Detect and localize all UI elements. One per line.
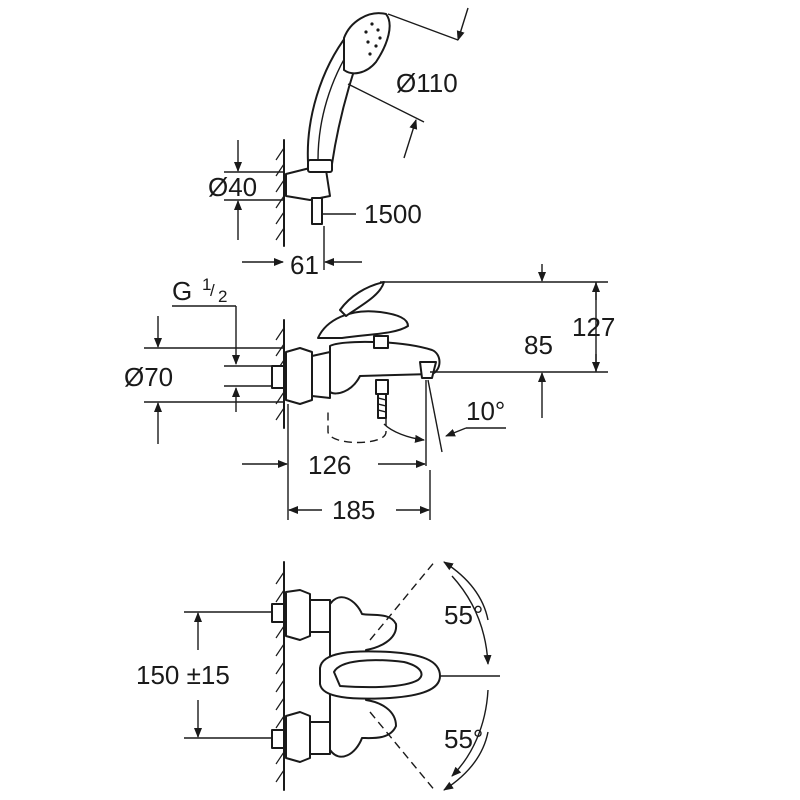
eccentric-top [285,589,311,641]
mixer-side-view: G 1 / 2 Ø70 85 127 10° 126 [124,264,615,525]
inlet-nut [271,365,285,389]
label-spout-angle: 10° [466,396,505,426]
handle-grip [307,159,333,173]
label-thread-denominator: 2 [218,287,227,306]
hose-connector [311,197,323,225]
label-head-diameter: Ø110 [396,68,458,98]
label-flange-diameter: Ø70 [124,362,173,392]
hand-shower-view: Ø110 Ø40 1500 61 [208,7,469,280]
label-holder-diameter: Ø40 [208,172,257,202]
label-holder-depth: 61 [290,250,319,280]
shower-head [343,12,391,75]
flange [285,347,313,405]
connector-top [309,599,331,633]
inlet-nut-bottom [271,729,285,749]
shower-head-nozzles [364,22,382,56]
label-inlet-spacing: 150 ±15 [136,660,230,690]
label-hose-length: 1500 [364,199,422,229]
mixer-top-view: 55° 55° 150 ±15 [136,559,500,793]
eccentric-bottom [285,711,311,763]
label-spout-height: 85 [524,330,553,360]
label-total-height: 127 [572,312,615,342]
label-thread: G [172,276,192,306]
label-lever-angle-bottom: 55° [444,724,483,754]
label-spout-reach: 126 [308,450,351,480]
label-thread-slash: / [210,281,215,300]
mixer-body [329,340,441,395]
diverter-knob [373,335,389,349]
wall-hatch-top [275,147,285,241]
label-total-reach: 185 [332,495,375,525]
body-connector [311,351,331,399]
hose-outlet [375,379,389,395]
connector-bottom [309,721,331,755]
lever-top-inner [333,659,423,689]
spout-outlet [419,361,437,379]
label-lever-angle-top: 55° [444,600,483,630]
mixer-lever [317,310,409,339]
label-thread-numerator: 1 [202,275,211,294]
inlet-nut-top [271,603,285,623]
